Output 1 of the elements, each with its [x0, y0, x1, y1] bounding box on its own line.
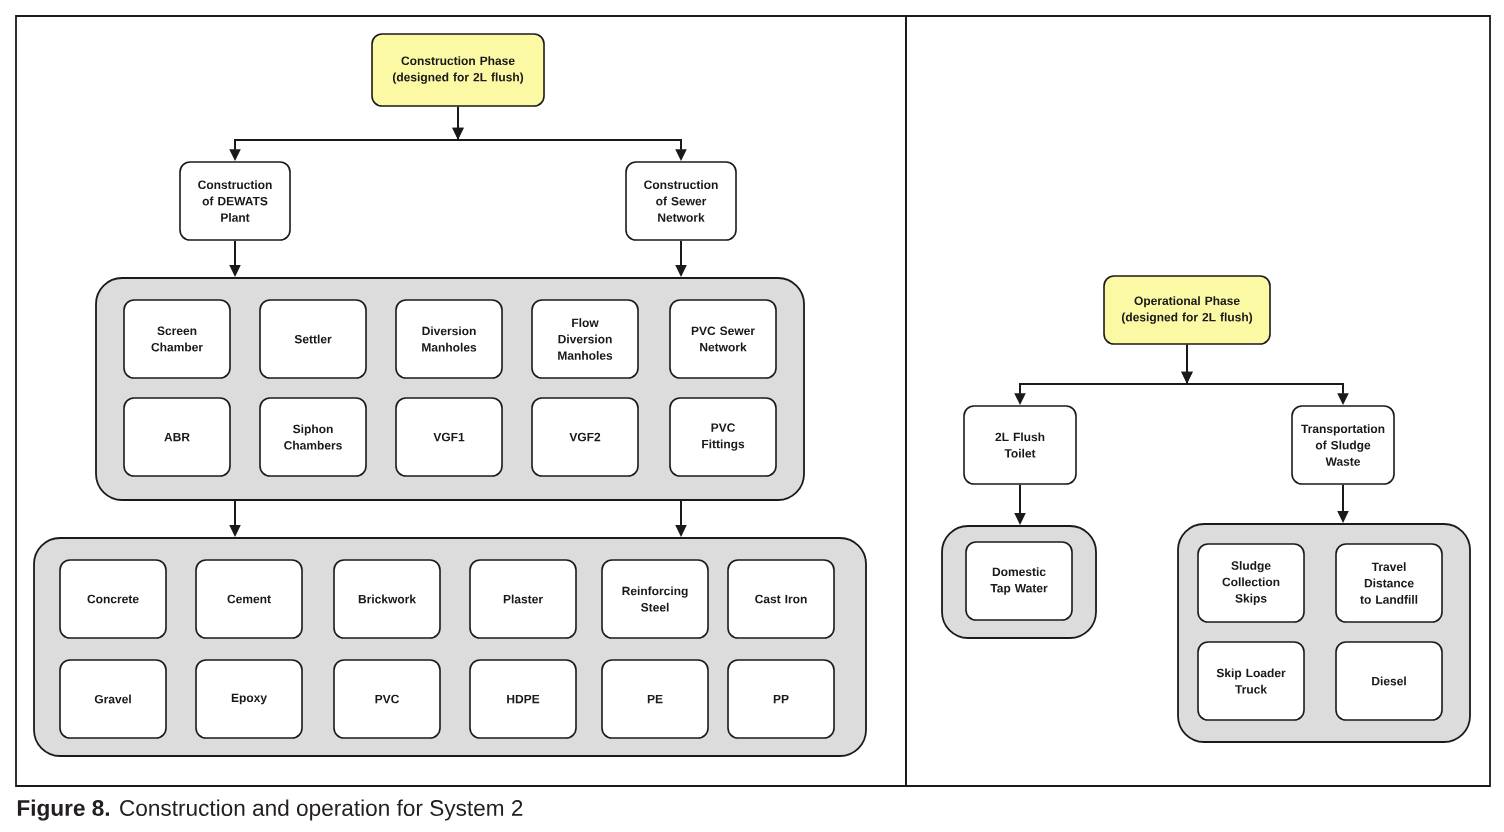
figure-caption: Figure 8. Construction and operation for System 2	[17, 799, 523, 821]
